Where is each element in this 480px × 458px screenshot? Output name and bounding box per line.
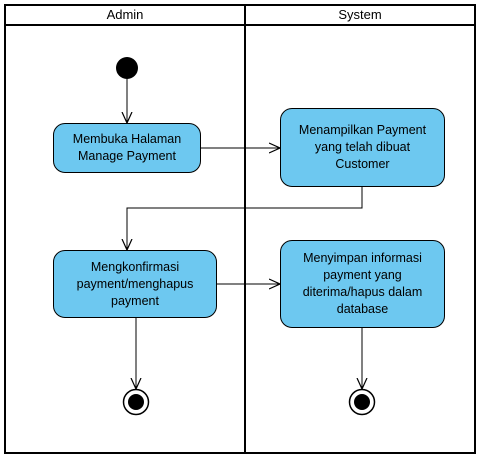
flow-show-to-confirm (127, 187, 363, 250)
final-node-admin (122, 388, 150, 416)
action-open-manage-payment: Membuka Halaman Manage Payment (53, 123, 201, 173)
swimlane-frame (4, 4, 476, 454)
action-confirm-delete-payment: Mengkonfirmasi payment/menghapus payment (53, 250, 217, 318)
lane-title-admin: Admin (106, 7, 144, 22)
action-show-payment: Menampilkan Payment yang telah dibuat Cu… (280, 108, 445, 187)
final-node-system (348, 388, 376, 416)
action-save-payment-info: Menyimpan informasi payment yang diterim… (280, 240, 445, 328)
initial-node (116, 57, 138, 79)
lane-title-system: System (338, 7, 382, 22)
